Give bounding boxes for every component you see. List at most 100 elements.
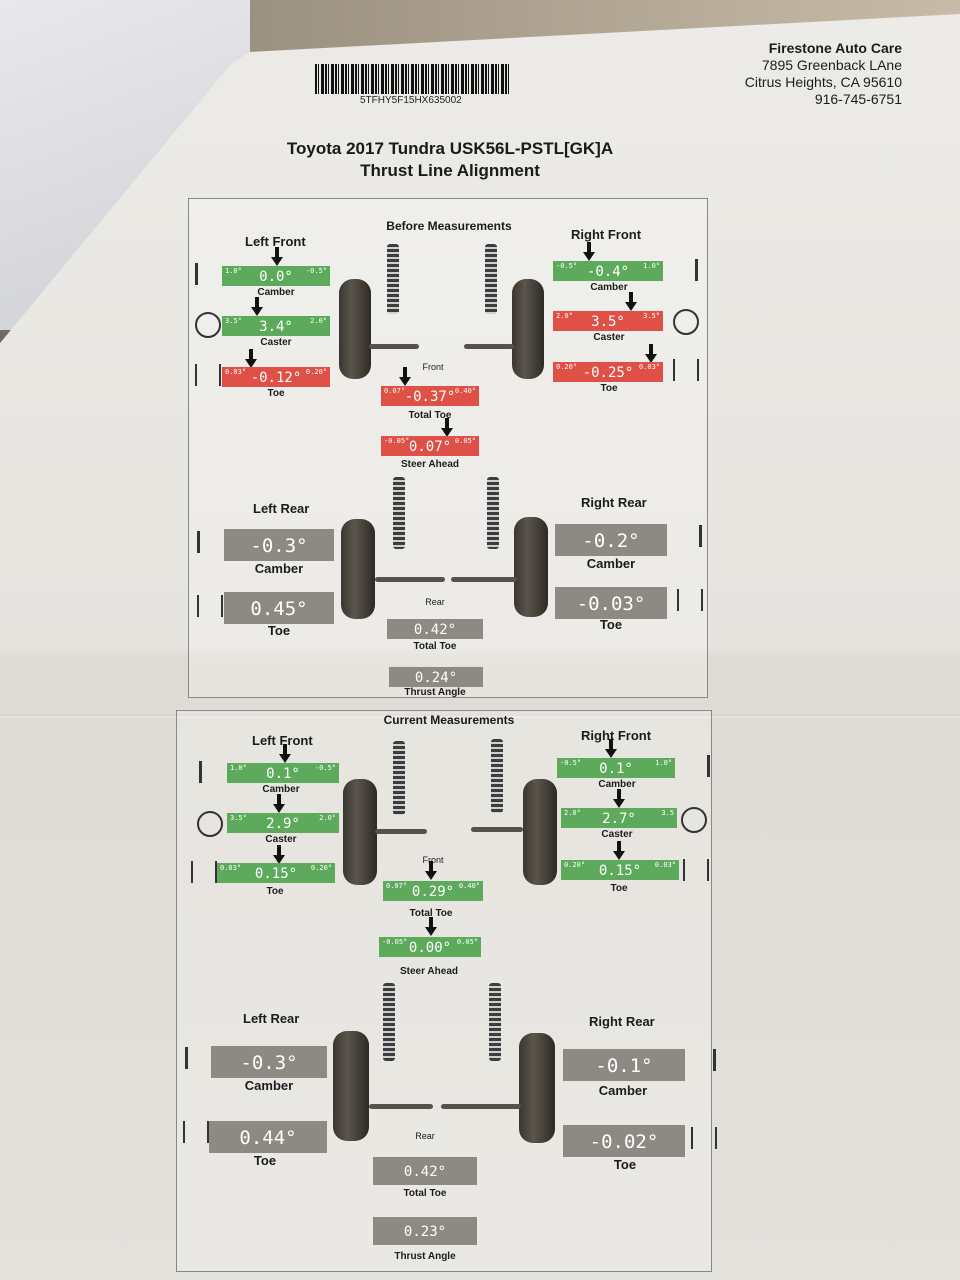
left-front-camber-max: -0.5°: [305, 267, 327, 275]
right-rear-camber-value: -0.1°: [595, 1055, 653, 1077]
left-front-caster-value: 3.4°: [259, 319, 293, 335]
camber-icon: [199, 761, 224, 783]
camber-icon: [195, 263, 220, 285]
right-front-wheel-icon: [523, 779, 557, 885]
steer-ahead-gauge: -0.05° 0.05° 0.07°: [381, 436, 479, 456]
alignment-printout: [0, 14, 960, 1280]
toe-icon: [183, 1121, 209, 1143]
rear-axle-label: Rear: [425, 597, 445, 607]
right-front-toe-gauge: 0.20° 0.03° -0.25°: [553, 362, 663, 382]
right-front-strut-icon: [491, 739, 503, 813]
left-rear-label: Left Rear: [253, 501, 310, 516]
shop-info: Firestone Auto Care 7895 Greenback LAne …: [745, 40, 902, 108]
caster-icon: [681, 807, 707, 833]
left-front-toe-label: Toe: [267, 388, 285, 399]
right-rear-toe-gauge: -0.02°: [563, 1125, 685, 1157]
right-rear-label: Right Rear: [589, 1014, 655, 1029]
steer-ahead-value: 0.00°: [408, 940, 452, 956]
shop-phone: 916-745-6751: [814, 91, 902, 107]
right-front-caster-min: 2.0°: [556, 312, 573, 320]
shop-name: Firestone Auto Care: [768, 40, 902, 56]
left-front-caster-arrow-icon: [251, 297, 263, 316]
left-front-caster-max: 2.0°: [310, 317, 327, 325]
toe-icon: [191, 861, 217, 883]
right-front-toe-min: 0.20°: [556, 363, 578, 371]
steer-ahead-max: 0.05°: [454, 437, 476, 445]
left-front-strut-icon: [387, 244, 399, 314]
right-front-camber-gauge: -0.5° 1.0° 0.1°: [557, 758, 675, 778]
right-front-toe-label: Toe: [600, 383, 618, 394]
camber-icon: [673, 259, 698, 281]
left-rear-wheel-icon: [341, 519, 375, 619]
left-rear-camber-value: -0.3°: [250, 535, 308, 557]
left-front-toe-min: 0.03°: [220, 864, 242, 872]
left-front-camber-min: 1.0°: [225, 267, 242, 275]
left-front-caster-max: 2.0°: [319, 814, 336, 822]
current-measurements-panel: Current Measurements Left Front 1.0° -0.…: [176, 710, 717, 1272]
left-front-toe-gauge: 0.03° 0.20° -0.12°: [222, 367, 330, 387]
right-front-caster-gauge: 2.0° 3.5 2.7°: [561, 808, 677, 828]
rear-total-toe-gauge: 0.42°: [387, 619, 483, 639]
left-rear-camber-gauge: -0.3°: [224, 529, 334, 561]
right-rear-toe-label: Toe: [599, 617, 623, 632]
thrust-angle-gauge: 0.23°: [373, 1217, 477, 1245]
right-front-toe-value: -0.25°: [582, 365, 634, 381]
right-rear-camber-gauge: -0.1°: [563, 1049, 685, 1081]
thrust-angle-value: 0.24°: [414, 670, 458, 686]
right-front-toe-max: 0.03°: [654, 861, 676, 869]
left-front-control-arm-icon: [375, 829, 427, 834]
right-front-camber-gauge: -0.5° 1.0° -0.4°: [553, 261, 663, 281]
right-front-camber-min: -0.5°: [556, 262, 578, 270]
right-rear-camber-gauge: -0.2°: [555, 524, 667, 556]
toe-icon: [195, 364, 221, 386]
steer-ahead-max: 0.05°: [456, 938, 478, 946]
rear-total-toe-value: 0.42°: [413, 622, 457, 638]
rear-right-arm-icon: [441, 1104, 521, 1109]
alignment-type: Thrust Line Alignment: [360, 161, 540, 180]
left-front-camber-gauge: 1.0° -0.5° 0.0°: [222, 266, 330, 286]
left-front-toe-min: 0.03°: [225, 368, 247, 376]
left-rear-toe-gauge: 0.45°: [224, 592, 334, 624]
front-total-toe-gauge: 0.07° 0.40° -0.37°: [381, 386, 479, 406]
right-front-caster-max: 3.5°: [643, 312, 660, 320]
left-front-toe-arrow-icon: [245, 349, 257, 368]
left-front-toe-value: 0.15°: [254, 866, 298, 882]
front-total-toe-value: 0.29°: [411, 884, 455, 900]
steer-ahead-value: 0.07°: [408, 439, 452, 455]
steer-ahead-gauge: -0.05° 0.05° 0.00°: [379, 937, 481, 957]
right-front-toe-arrow-icon: [645, 344, 657, 363]
left-front-toe-value: -0.12°: [250, 370, 302, 386]
left-front-camber-min: 1.0°: [230, 764, 247, 772]
right-front-strut-icon: [485, 244, 497, 314]
front-total-toe-min: 0.07°: [384, 387, 406, 395]
left-front-toe-max: 0.20°: [310, 864, 332, 872]
right-front-toe-arrow-icon: [613, 841, 625, 860]
right-rear-toe-gauge: -0.03°: [555, 587, 667, 619]
left-front-caster-value: 2.9°: [266, 816, 300, 832]
right-front-caster-label: Caster: [593, 332, 625, 343]
left-front-strut-icon: [393, 741, 405, 815]
thrust-angle-label: Thrust Angle: [404, 687, 466, 698]
left-front-wheel-icon: [339, 279, 371, 379]
right-front-camber-label: Camber: [598, 779, 636, 790]
total-toe-arrow-icon: [399, 367, 411, 386]
front-total-toe-label: Total Toe: [409, 908, 453, 919]
rear-right-arm-icon: [451, 577, 517, 582]
rear-total-toe-label: Total Toe: [413, 641, 457, 652]
left-front-camber-max: -0.5°: [314, 764, 336, 772]
total-toe-arrow-icon: [425, 861, 437, 880]
right-front-label: Right Front: [581, 728, 652, 743]
left-rear-camber-label: Camber: [244, 1078, 294, 1093]
right-front-toe-label: Toe: [610, 883, 628, 894]
left-front-control-arm-icon: [369, 344, 419, 349]
toe-icon: [691, 1127, 717, 1149]
right-front-toe-min: 0.20°: [564, 861, 586, 869]
steer-ahead-min: -0.05°: [382, 938, 408, 946]
steer-ahead-label: Steer Ahead: [400, 966, 458, 977]
steer-ahead-min: -0.05°: [384, 437, 410, 445]
front-total-toe-value: -0.37°: [404, 389, 456, 405]
shop-address-line1: 7895 Greenback LAne: [761, 57, 902, 73]
front-total-toe-max: 0.40°: [458, 882, 480, 890]
right-front-camber-value: -0.4°: [586, 264, 630, 280]
caster-icon: [197, 811, 223, 837]
